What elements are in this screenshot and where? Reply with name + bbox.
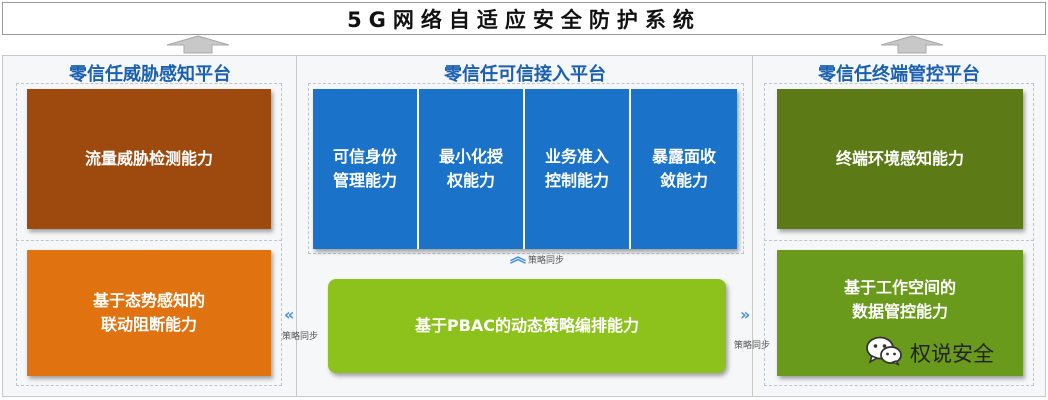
sync-label-right: 策略同步 [734, 341, 771, 351]
least-privilege-block: 最小化授 权能力 [419, 89, 525, 249]
up-arrow-left-icon [166, 35, 230, 54]
left-panel-dashed-frame [16, 83, 282, 386]
threat-detection-label: 流量威胁检测能力 [84, 149, 213, 168]
right-panel-separator [764, 240, 1034, 241]
up-chevron-icon: ︽ [510, 247, 527, 266]
endpoint-awareness-label: 终端环境感知能力 [835, 149, 964, 168]
least-privilege-label: 最小化授 权能力 [438, 147, 503, 190]
wechat-icon [866, 336, 902, 370]
pbac-block: 基于PBAC的动态策略编排能力 [328, 279, 726, 373]
endpoint-awareness-block: 终端环境感知能力 [777, 89, 1023, 229]
left-panel-separator [16, 240, 282, 241]
access-control-label: 业务准入 控制能力 [544, 147, 609, 190]
watermark-text: 权说安全 [910, 342, 994, 366]
sync-label-left: 策略同步 [282, 332, 319, 342]
workspace-data-label: 基于工作空间的 数据管控能力 [843, 278, 956, 321]
exposure-reduction-block: 暴露面收 敛能力 [631, 89, 737, 249]
linkage-blocking-block: 基于态势感知的 联动阻断能力 [27, 250, 271, 376]
right-panel-title: 零信任终端管控平台 [818, 64, 980, 85]
watermark: 权说安全 [866, 336, 994, 370]
divider-left [296, 55, 297, 397]
up-arrow-right-icon [880, 35, 944, 54]
right-panel-dashed-frame [764, 83, 1034, 386]
trusted-identity-label: 可信身份 管理能力 [332, 147, 397, 190]
threat-detection-block: 流量威胁检测能力 [27, 89, 271, 229]
center-panel-title: 零信任可信接入平台 [444, 64, 606, 85]
sync-label-up: 策略同步 [528, 256, 565, 266]
pbac-label: 基于PBAC的动态策略编排能力 [414, 316, 640, 335]
left-chevron-icon: « [284, 305, 295, 324]
center-panel-dashed-frame [308, 83, 744, 254]
exposure-reduction-label: 暴露面收 敛能力 [651, 147, 716, 190]
divider-right [752, 55, 753, 397]
left-panel-title: 零信任威胁感知平台 [69, 64, 231, 85]
right-chevron-icon: » [740, 305, 751, 324]
trusted-identity-block: 可信身份 管理能力 [313, 89, 419, 249]
system-title: 5G网络自适应安全防护系统 [2, 2, 1046, 35]
linkage-blocking-label: 基于态势感知的 联动阻断能力 [92, 291, 205, 334]
access-control-block: 业务准入 控制能力 [525, 89, 631, 249]
